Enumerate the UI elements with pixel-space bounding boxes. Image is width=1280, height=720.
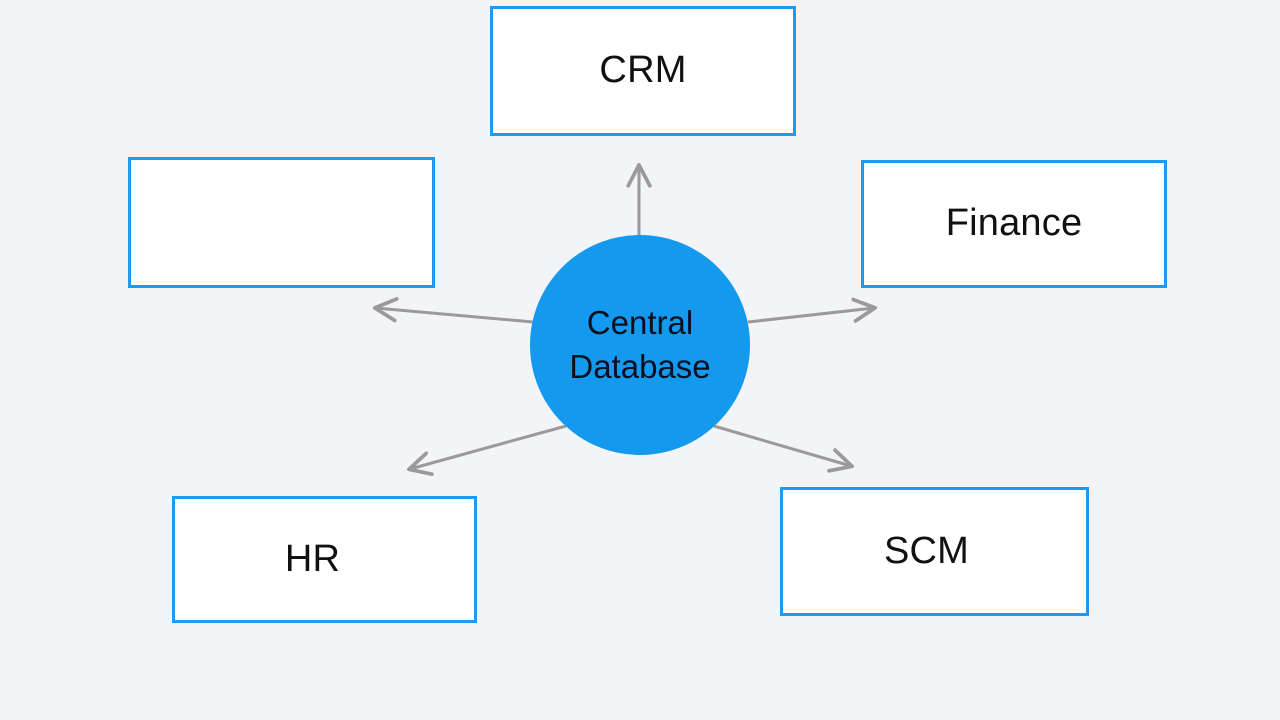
node-box-finance[interactable]: Finance bbox=[861, 160, 1167, 288]
node-label-scm: SCM bbox=[883, 529, 970, 572]
node-label-finance: Finance bbox=[945, 202, 1083, 245]
connector-hub-to-finance bbox=[747, 308, 874, 324]
central-database-label: Central Database bbox=[569, 304, 711, 385]
node-box-left-empty[interactable] bbox=[128, 157, 435, 288]
connector-hub-to-hr bbox=[410, 424, 567, 469]
node-box-crm[interactable]: CRM bbox=[490, 6, 796, 136]
node-box-scm[interactable]: SCM bbox=[780, 487, 1089, 616]
node-box-hr[interactable]: HR bbox=[172, 496, 477, 623]
connector-hub-to-scm bbox=[713, 424, 851, 466]
node-label-crm: CRM bbox=[599, 49, 687, 92]
node-label-hr: HR bbox=[284, 537, 341, 580]
connector-hub-to-left bbox=[376, 308, 534, 324]
central-database-node[interactable]: Central Database bbox=[530, 235, 750, 455]
